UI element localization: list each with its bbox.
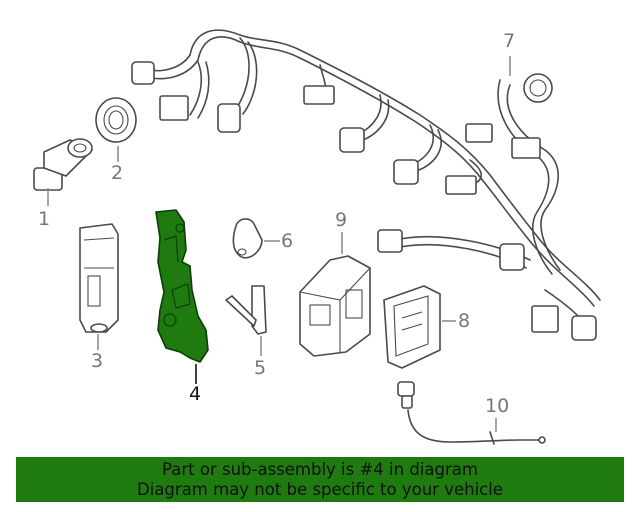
callout-6[interactable]: 6 — [281, 230, 294, 252]
callout-5[interactable]: 5 — [254, 357, 267, 379]
callout-2[interactable]: 2 — [111, 162, 124, 184]
parts-diagram — [33, 29, 601, 445]
banner-line-2: Diagram may not be specific to your vehi… — [137, 479, 503, 499]
part-10-cable[interactable] — [397, 381, 546, 445]
part-4-mounting-bracket[interactable] — [155, 209, 209, 363]
callout-8[interactable]: 8 — [458, 310, 471, 332]
part-5-angle-bracket[interactable] — [225, 285, 267, 335]
banner-line-1: Part or sub-assembly is #4 in diagram — [162, 459, 478, 479]
callout-7[interactable]: 7 — [503, 30, 516, 52]
part-2-grommet[interactable] — [95, 97, 137, 143]
leader-lines — [47, 56, 511, 432]
callout-9[interactable]: 9 — [335, 209, 348, 231]
part-7-wiring-harness[interactable] — [131, 29, 601, 341]
part-3-bracket[interactable] — [79, 223, 119, 333]
callout-4[interactable]: 4 — [189, 383, 202, 405]
part-1-sensor[interactable] — [33, 138, 93, 191]
part-6-clip[interactable] — [232, 218, 263, 259]
callout-10[interactable]: 10 — [485, 395, 510, 417]
callout-3[interactable]: 3 — [91, 350, 104, 372]
info-banner: Part or sub-assembly is #4 in diagram Di… — [16, 457, 624, 502]
callout-1[interactable]: 1 — [38, 208, 51, 230]
part-9-housing[interactable] — [299, 255, 371, 357]
part-8-module[interactable] — [383, 285, 441, 369]
